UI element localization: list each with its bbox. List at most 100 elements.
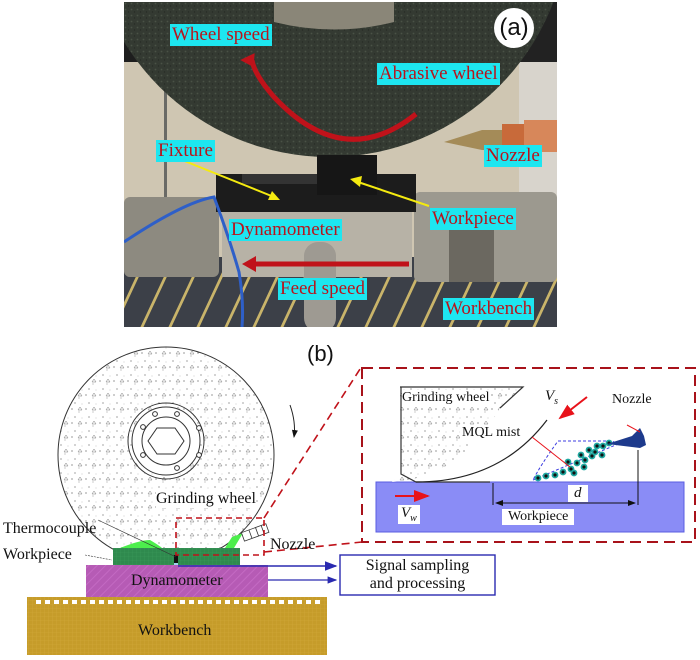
workbench-slot (288, 600, 293, 604)
label-workpiece-b: Workpiece (3, 546, 72, 563)
label-nozzle-a: Nozzle (484, 145, 542, 167)
inset-nozzle-leader (626, 424, 641, 433)
workbench-slot (216, 600, 221, 604)
mql-droplet-core (600, 453, 604, 457)
inset-frame (361, 367, 696, 543)
label-dynamometer-a: Dynamometer (229, 219, 342, 241)
workbench-slot (153, 600, 158, 604)
label-fixture: Fixture (156, 140, 215, 162)
mql-droplet-core (553, 473, 557, 477)
workbench-slot (243, 600, 248, 604)
mql-droplets (534, 439, 613, 482)
workbench-slot (207, 600, 212, 604)
mql-droplet-core (572, 471, 576, 475)
label-workbench-a: Workbench (443, 298, 535, 320)
inset-label-mql-mist: MQL mist (460, 425, 523, 441)
workpiece-block (317, 155, 377, 195)
wheel-speed-arrow (249, 59, 418, 142)
nozzle-b (240, 523, 270, 542)
mql-droplet-core (587, 448, 591, 452)
wheel-rotation-arrow (289, 404, 298, 438)
workbench-slot (171, 600, 176, 604)
workbench-slot (90, 600, 95, 604)
inset-label-d: d (568, 485, 588, 502)
inset-label-vw: Vw (398, 505, 420, 524)
label-dynamometer-b: Dynamometer (131, 572, 223, 589)
mql-droplet-core (593, 450, 597, 454)
signal-label-line1: Signal sampling (365, 557, 470, 574)
workbench-slot (36, 600, 41, 604)
workbench-slot (252, 600, 257, 604)
workbench-slots (36, 600, 320, 604)
inset-label-grinding-wheel: Grinding wheel (402, 390, 490, 406)
thermocouple-leader (97, 519, 177, 558)
mql-droplet-core (569, 467, 573, 471)
mql-droplet-core (561, 470, 565, 474)
mql-droplet-core (579, 453, 583, 457)
zoom-region-box (175, 517, 265, 556)
label-abrasive-wheel: Abrasive wheel (377, 63, 500, 85)
signal-box-label: Signal sampling and processing (340, 557, 495, 593)
panel-a-tag: (a) (494, 8, 534, 48)
inset-label-vs: Vs (545, 388, 558, 407)
workbench-slot (297, 600, 302, 604)
mql-droplet-core (566, 460, 570, 464)
thermocouple (174, 555, 178, 568)
workbench-slot (189, 600, 194, 604)
zoom-connector-bottom (263, 541, 363, 553)
workbench-slot (261, 600, 266, 604)
inset-wheel-arc (415, 419, 548, 483)
workbench-slot (126, 600, 131, 604)
panel-b-schematic (27, 346, 696, 655)
hex-bore (147, 427, 185, 455)
workbench-slot (225, 600, 230, 604)
mql-droplet-core (544, 474, 548, 478)
workbench-slot (144, 600, 149, 604)
wheel-hub (127, 402, 205, 480)
vs-subscript: s (554, 396, 559, 407)
workbench-slot (72, 600, 77, 604)
signal-box (339, 554, 496, 596)
workbench-b (27, 597, 327, 655)
dynamometer-b (86, 565, 268, 597)
workbench-slot (81, 600, 86, 604)
signal-label-line2: and processing (369, 575, 466, 592)
mql-leader (531, 436, 571, 468)
workbench-slot (180, 600, 185, 604)
workbench-slot (162, 600, 167, 604)
label-nozzle-b: Nozzle (270, 536, 316, 553)
workbench-slot (279, 600, 284, 604)
vw-symbol: V (401, 505, 411, 521)
panel-b-tag: (b) (307, 341, 334, 366)
workbench-slot (315, 600, 320, 604)
mql-droplet-core (590, 454, 594, 458)
mql-droplet-core (583, 458, 587, 462)
coolant-left (120, 540, 162, 548)
inset-label-nozzle: Nozzle (612, 392, 652, 408)
vw-subscript: w (410, 513, 417, 524)
workbench-slot (306, 600, 311, 604)
vs-symbol: V (545, 388, 555, 404)
workbench-slot (63, 600, 68, 604)
workpiece-pointer (357, 181, 430, 207)
workbench-slot (45, 600, 50, 604)
label-thermocouple: Thermocouple (3, 520, 97, 537)
coolant-right (225, 533, 243, 548)
workbench-slot (117, 600, 122, 604)
vs-arrow (558, 396, 588, 420)
label-workpiece-a: Workpiece (430, 208, 516, 230)
inset-label-workpiece: Workpiece (502, 509, 575, 525)
workbench-slot (108, 600, 113, 604)
workbench-slot (135, 600, 140, 604)
workbench-slot (234, 600, 239, 604)
label-grinding-wheel-b: Grinding wheel (156, 490, 256, 508)
label-workbench-b: Workbench (138, 622, 212, 639)
zoom-connector-top (263, 365, 363, 519)
workbench-slot (54, 600, 59, 604)
inset-nozzle (607, 428, 646, 448)
mql-droplet-core (582, 465, 586, 469)
workbench-slot (99, 600, 104, 604)
workpiece-leader (84, 554, 113, 561)
workbench-slot (270, 600, 275, 604)
